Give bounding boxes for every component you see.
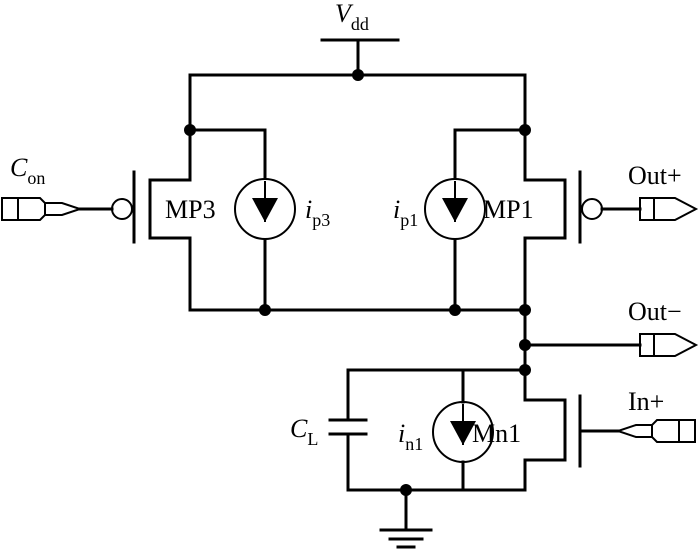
junction-dot [519,364,531,376]
ip1-subscript: p1 [400,210,418,230]
in-plus-terminal: In+ [578,387,696,443]
cl-label: C [290,414,308,443]
ip3-subscript: p3 [312,210,330,230]
in1-subscript: n1 [405,434,423,454]
junction-dot [519,339,531,351]
mp3-label: MP3 [165,195,216,224]
out-minus-terminal: Out− [523,297,699,357]
con-input-terminal: Con [1,153,114,221]
vdd-subscript: dd [351,14,369,34]
junction-dot [259,304,271,316]
in1-current-source: in1 [398,368,494,492]
vdd-supply: Vdd [320,0,400,77]
ip3-label: i [305,195,312,224]
junction-dot [449,304,461,316]
junction-dots [184,69,531,496]
svg-text:CL: CL [290,414,318,449]
svg-text:Con: Con [10,153,45,188]
cl-subscript: L [307,429,318,449]
svg-text:ip1: ip1 [393,195,418,230]
out-plus-terminal: Out+ [600,161,699,221]
middle-rail [188,308,527,372]
ip1-current-source: ip1 [393,178,486,240]
svg-text:in1: in1 [398,419,423,454]
mn1-transistor: Mn1 [472,368,582,492]
mp1-label: MP1 [483,195,534,224]
cl-capacitor: CL [290,368,368,492]
ground-symbol [379,488,433,549]
top-rail [188,73,527,132]
svg-text:Vdd: Vdd [335,0,369,34]
ip1-label: i [393,195,400,224]
junction-dot [519,124,531,136]
out-plus-label: Out+ [628,161,682,190]
svg-text:ip3: ip3 [305,195,330,230]
vdd-label: V [335,0,354,28]
con-label: C [10,153,28,182]
out-minus-label: Out− [628,297,682,326]
in-plus-label: In+ [628,387,664,416]
ip3-current-source: ip3 [234,178,330,240]
mp1-gate-bubble [581,198,603,220]
mp3-gate-bubble [111,198,133,220]
mn1-label: Mn1 [472,419,521,448]
con-subscript: on [27,168,45,188]
mp1-transistor: MP1 [453,128,603,312]
in1-label: i [398,419,405,448]
junction-dot [400,484,412,496]
mp3-transistor: MP3 [111,128,267,312]
junction-dot [184,124,196,136]
lower-rail [346,368,527,492]
junction-dot [519,304,531,316]
junction-dot [352,69,364,81]
